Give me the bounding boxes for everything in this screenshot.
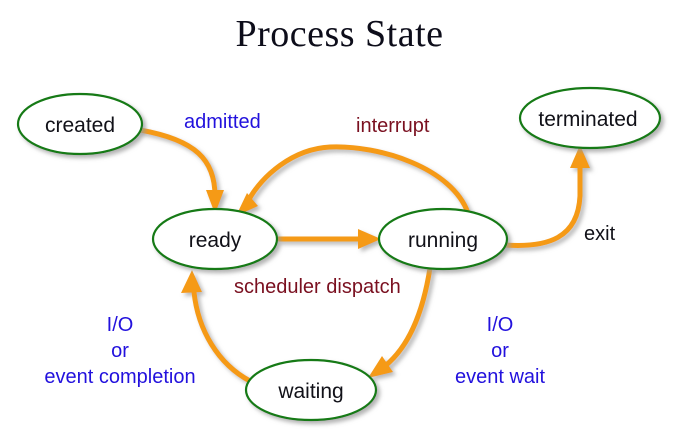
terminated-label: terminated <box>538 108 637 131</box>
label-scheduler-dispatch: scheduler dispatch <box>234 276 401 298</box>
edge-exit <box>502 145 590 248</box>
state-node-ready[interactable]: ready <box>151 207 279 271</box>
edge-io-event-completion-path <box>191 289 253 384</box>
label-io-event-completion: I/O or event completion <box>44 314 195 388</box>
waiting-ellipse[interactable] <box>244 358 378 422</box>
edge-io-event-wait-arrowhead <box>368 356 393 378</box>
label-io-event-wait-line2: or <box>491 340 509 362</box>
edge-admitted-arrowhead <box>206 190 224 214</box>
created-label: created <box>45 114 115 137</box>
state-node-created[interactable]: created <box>16 92 144 156</box>
label-admitted: admitted <box>184 111 261 133</box>
edge-scheduler-dispatch-arrowhead <box>358 229 381 249</box>
edge-scheduler-dispatch <box>276 229 381 249</box>
label-io-event-completion-line1: I/O <box>107 314 134 336</box>
label-io-event-wait-line1: I/O <box>487 314 514 336</box>
label-io-event-completion-line2: or <box>111 340 129 362</box>
edge-exit-arrowhead <box>570 145 590 168</box>
label-io-event-wait-line3: event wait <box>455 366 545 388</box>
edge-io-event-completion <box>181 270 253 384</box>
ready-ellipse[interactable] <box>151 207 279 271</box>
terminated-ellipse[interactable] <box>518 86 662 150</box>
edge-io-event-wait <box>368 265 433 378</box>
running-ellipse[interactable] <box>377 207 509 271</box>
edge-io-event-completion-arrowhead <box>181 270 202 293</box>
edge-admitted <box>137 127 224 214</box>
state-node-waiting[interactable]: waiting <box>244 358 378 422</box>
page-title: Process State <box>235 13 444 55</box>
running-label: running <box>408 229 478 252</box>
state-node-terminated[interactable]: terminated <box>518 86 662 150</box>
created-ellipse[interactable] <box>16 92 144 156</box>
label-interrupt: interrupt <box>356 115 430 137</box>
edge-interrupt-arrowhead <box>236 193 258 216</box>
label-exit: exit <box>584 223 616 245</box>
waiting-label: waiting <box>277 380 343 403</box>
state-node-running[interactable]: running <box>377 207 509 271</box>
edge-io-event-wait-path <box>382 265 433 369</box>
label-io-event-wait: I/O or event wait <box>455 314 545 388</box>
label-io-event-completion-line3: event completion <box>44 366 195 388</box>
ready-label: ready <box>189 229 242 252</box>
edge-exit-path <box>502 162 583 248</box>
edge-interrupt-path <box>245 144 471 216</box>
edge-interrupt <box>236 144 471 216</box>
edge-admitted-path <box>137 127 218 199</box>
